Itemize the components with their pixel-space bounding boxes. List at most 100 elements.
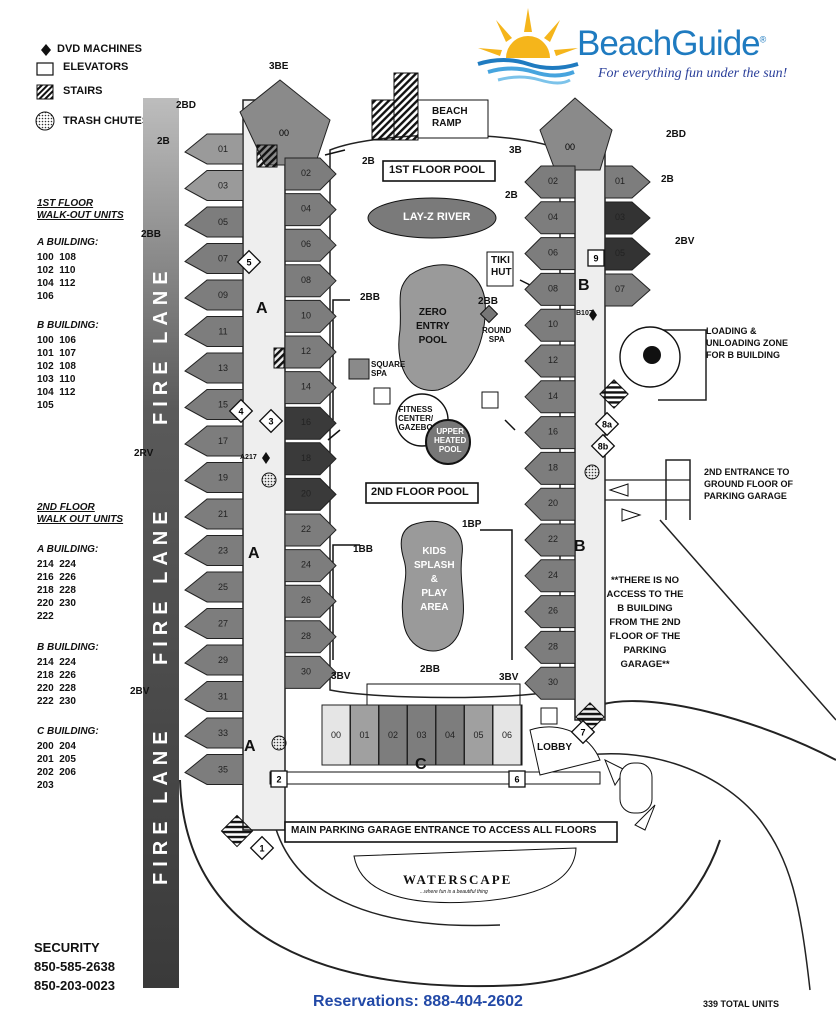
unit-a-33[interactable]: 33 bbox=[184, 717, 244, 749]
unit-a-25[interactable]: 25 bbox=[184, 571, 244, 603]
tag-a217: A217 bbox=[240, 454, 257, 461]
upper-heated-pool[interactable] bbox=[425, 419, 471, 465]
unit-c-01[interactable]: 01 bbox=[350, 704, 379, 766]
elevator-marker-7: 7 bbox=[570, 719, 596, 745]
unit-a-11[interactable]: 11 bbox=[184, 316, 244, 347]
tag-3b: 3B bbox=[509, 145, 522, 156]
arrow-up-icon bbox=[634, 804, 656, 831]
unit-a-08[interactable]: 08 bbox=[284, 264, 337, 298]
unit-number: 04 bbox=[548, 212, 558, 222]
unit-c-05[interactable]: 05 bbox=[464, 704, 493, 766]
unit-a-28[interactable]: 28 bbox=[284, 620, 337, 654]
unit-a-30[interactable]: 30 bbox=[284, 655, 337, 689]
security-phone-2[interactable]: 850-203-0023 bbox=[34, 978, 115, 993]
unit-b-07[interactable]: 07 bbox=[604, 273, 651, 307]
unit-a-09[interactable]: 09 bbox=[184, 279, 244, 311]
unit-number: 05 bbox=[615, 248, 625, 258]
tag-2rv: 2RV bbox=[134, 448, 154, 459]
unit-b-20[interactable]: 20 bbox=[524, 487, 576, 521]
list-item: 218 226 bbox=[37, 670, 76, 681]
unit-b-22[interactable]: 22 bbox=[524, 523, 576, 557]
unit-a-14[interactable]: 14 bbox=[284, 371, 337, 405]
unit-number: 01 bbox=[615, 176, 625, 186]
unit-a-35[interactable]: 35 bbox=[184, 754, 244, 785]
unit-number: 24 bbox=[301, 560, 311, 570]
unit-b-30[interactable]: 30 bbox=[524, 666, 576, 700]
unit-a-26[interactable]: 26 bbox=[284, 584, 337, 618]
list-item: 202 206 bbox=[37, 767, 76, 778]
unit-a-01[interactable]: 01 bbox=[184, 133, 244, 165]
second-floor-heading-2: WALK OUT UNITS bbox=[37, 514, 124, 525]
unit-c-02[interactable]: 02 bbox=[378, 704, 408, 766]
unit-c-06[interactable]: 06 bbox=[492, 704, 522, 766]
unit-c-00[interactable]: 00 bbox=[321, 704, 351, 766]
unit-a-12[interactable]: 12 bbox=[284, 335, 337, 369]
first-floor-heading-2: WALK-OUT UNITS bbox=[37, 210, 124, 221]
unit-a-04[interactable]: 04 bbox=[284, 193, 337, 227]
unit-b-18[interactable]: 18 bbox=[524, 451, 576, 485]
list-item: 104 112 bbox=[37, 387, 76, 398]
reservations-phone[interactable]: Reservations: 888-404-2602 bbox=[313, 993, 523, 1010]
unit-a-22[interactable]: 22 bbox=[284, 513, 337, 547]
unit-b-05[interactable]: 05 bbox=[604, 237, 651, 271]
unit-a-10[interactable]: 10 bbox=[284, 299, 337, 333]
security-phone-1[interactable]: 850-585-2638 bbox=[34, 959, 115, 974]
unit-b-12[interactable]: 12 bbox=[524, 344, 576, 378]
unit-a-13[interactable]: 13 bbox=[184, 352, 244, 384]
unit-b-14[interactable]: 14 bbox=[524, 380, 576, 414]
kids-splash-area[interactable] bbox=[400, 520, 464, 652]
unit-number: 16 bbox=[548, 427, 558, 437]
unit-a-16[interactable]: 16 bbox=[284, 406, 337, 440]
unit-a-03[interactable]: 03 bbox=[184, 170, 244, 201]
unit-b-24[interactable]: 24 bbox=[524, 559, 576, 593]
road-diagonal bbox=[659, 519, 836, 721]
unit-a-27[interactable]: 27 bbox=[184, 608, 244, 639]
unit-b-02[interactable]: 02 bbox=[524, 165, 576, 199]
unit-b-16[interactable]: 16 bbox=[524, 416, 576, 450]
unit-a-29[interactable]: 29 bbox=[184, 644, 244, 676]
unit-a-21[interactable]: 21 bbox=[184, 498, 244, 530]
unit-a-23[interactable]: 23 bbox=[184, 535, 244, 566]
unit-b-08[interactable]: 08 bbox=[524, 272, 576, 306]
unit-a-20[interactable]: 20 bbox=[284, 477, 337, 511]
unit-number: 03 bbox=[218, 181, 228, 191]
unit-a-31[interactable]: 31 bbox=[184, 681, 244, 712]
fire-lane-label: FIRE LANE bbox=[150, 505, 172, 665]
unit-a-17[interactable]: 17 bbox=[184, 425, 244, 457]
elevator-marker-8a: 8a bbox=[594, 411, 620, 437]
waterscape-logo: WATERSCAPE bbox=[403, 872, 513, 887]
loading-road bbox=[658, 329, 707, 401]
unit-b-00[interactable] bbox=[539, 97, 613, 171]
unit-a-18[interactable]: 18 bbox=[284, 442, 337, 476]
lazy-river[interactable] bbox=[367, 197, 497, 239]
unit-number: 23 bbox=[218, 546, 228, 556]
unit-number: 00 bbox=[565, 142, 575, 152]
elevator-marker-6: 6 bbox=[508, 770, 526, 788]
unit-b-26[interactable]: 26 bbox=[524, 595, 576, 629]
unit-number: 28 bbox=[301, 631, 311, 641]
unit-b-28[interactable]: 28 bbox=[524, 630, 576, 664]
unit-a-19[interactable]: 19 bbox=[184, 462, 244, 493]
unit-b-01[interactable]: 01 bbox=[604, 165, 651, 199]
list-item: 105 bbox=[37, 400, 54, 411]
unit-a-06[interactable]: 06 bbox=[284, 228, 337, 262]
unit-number: 13 bbox=[218, 363, 228, 373]
unit-a-05[interactable]: 05 bbox=[184, 206, 244, 238]
unit-c-04[interactable]: 04 bbox=[435, 704, 465, 766]
unit-number: 21 bbox=[218, 509, 228, 519]
restroom-icon bbox=[540, 707, 558, 725]
unit-a-07[interactable]: 07 bbox=[184, 243, 244, 274]
second-floor-b-label: B BUILDING: bbox=[37, 642, 99, 653]
list-item: 101 107 bbox=[37, 348, 76, 359]
unit-number: 18 bbox=[301, 453, 311, 463]
zero-entry-pool[interactable] bbox=[398, 264, 486, 391]
unit-number: 33 bbox=[218, 728, 228, 738]
unit-b-06[interactable]: 06 bbox=[524, 237, 576, 271]
unit-b-03[interactable]: 03 bbox=[604, 201, 651, 235]
unit-number: 30 bbox=[301, 666, 311, 676]
unit-a-02[interactable]: 02 bbox=[284, 157, 337, 191]
unit-a-24[interactable]: 24 bbox=[284, 549, 337, 583]
unit-b-10[interactable]: 10 bbox=[524, 308, 576, 342]
unit-b-04[interactable]: 04 bbox=[524, 201, 576, 235]
tag-2bb: 2BB bbox=[141, 229, 162, 240]
